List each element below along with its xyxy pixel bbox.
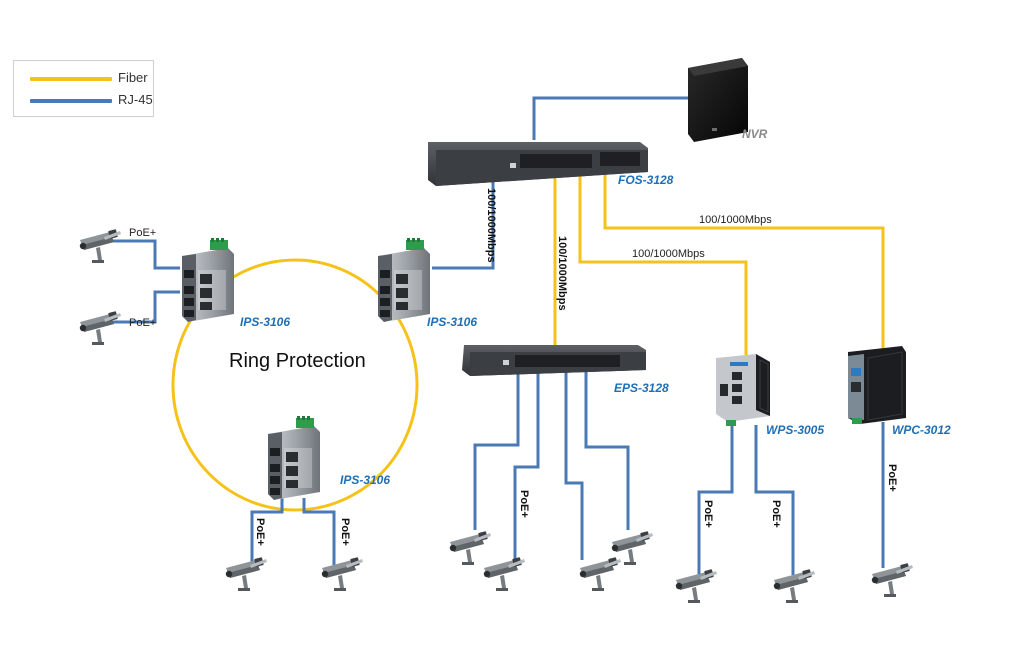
speed-label-wpc-uplink: 100/1000Mbps	[699, 214, 772, 226]
ip-camera-icon	[321, 557, 363, 591]
ip-camera-icon	[449, 531, 491, 565]
fiber-core-to-wpc	[603, 175, 885, 350]
poe-label-ips-2: PoE+	[129, 317, 156, 329]
rj45-ips-camera-4	[302, 498, 336, 565]
core-switch-label: FOS-3128	[618, 173, 674, 187]
rj45-core-to-nvr	[532, 96, 688, 140]
nvr-icon	[688, 58, 748, 142]
rj45-eps-camera-1	[473, 368, 520, 530]
ip-camera-icon	[79, 311, 121, 345]
rj45-wps-camera-2	[754, 425, 795, 575]
poe-label-wpc: PoE+	[886, 464, 898, 492]
legend: Fiber RJ-45	[13, 60, 154, 117]
ip-camera-icon	[871, 563, 913, 597]
rj45-eps-camera-3	[564, 368, 584, 560]
edge-switch-label: EPS-3128	[614, 381, 669, 395]
din-switch-label: WPS-3005	[766, 423, 824, 437]
ip-camera-icon	[579, 557, 621, 591]
fiber-legend-swatch	[30, 77, 112, 81]
ip-camera-icon	[225, 557, 267, 591]
speed-label-ring-uplink: 100/1000Mbps	[485, 188, 497, 263]
poe-label-eps: PoE+	[518, 490, 530, 518]
rj45-core-to-ring	[432, 180, 495, 270]
ring-switch-bottom-label: IPS-3106	[340, 473, 390, 487]
rj45-ips-camera-1	[108, 239, 180, 270]
rj45-legend-label: RJ-45	[118, 92, 153, 107]
core-switch-icon	[428, 142, 648, 186]
rj45-legend-swatch	[30, 99, 112, 103]
ip-camera-icon	[675, 569, 717, 603]
media-converter-label: WPC-3012	[892, 423, 951, 437]
media-converter-icon	[848, 346, 906, 424]
ring-switch-top-right-label: IPS-3106	[427, 315, 477, 329]
ring-switch-bottom-icon	[268, 416, 320, 500]
poe-label-ips-4: PoE+	[339, 518, 351, 546]
ip-camera-icon	[483, 557, 525, 591]
din-switch-icon	[716, 354, 770, 426]
rj45-wps-camera-1	[697, 425, 734, 575]
edge-switch-icon	[462, 345, 646, 376]
speed-label-wps-uplink: 100/1000Mbps	[632, 248, 705, 260]
fiber-links	[171, 175, 885, 512]
fiber-core-to-wps	[578, 175, 748, 355]
poe-label-ips-3: PoE+	[254, 518, 266, 546]
nvr-label: NVR	[742, 127, 768, 141]
rj45-eps-camera-2	[513, 368, 540, 560]
fiber-legend-label: Fiber	[118, 70, 148, 85]
ring-switch-top-right-icon	[378, 238, 430, 322]
rj45-ips-camera-2	[108, 290, 180, 324]
ring-switch-top-left-icon	[182, 238, 234, 322]
poe-label-wps-2: PoE+	[770, 500, 782, 528]
rj45-eps-camera-4	[584, 368, 630, 530]
ip-camera-icon	[79, 229, 121, 263]
ring-fiber-link	[171, 258, 419, 512]
ring-protection-label: Ring Protection	[229, 350, 366, 372]
poe-label-ips-1: PoE+	[129, 227, 156, 239]
rj45-links	[108, 96, 885, 575]
ring-switch-top-left-label: IPS-3106	[240, 315, 290, 329]
poe-label-wps-1: PoE+	[702, 500, 714, 528]
rj45-ips-camera-3	[250, 498, 284, 565]
speed-label-eps-uplink: 100/1000Mbps	[556, 236, 568, 311]
